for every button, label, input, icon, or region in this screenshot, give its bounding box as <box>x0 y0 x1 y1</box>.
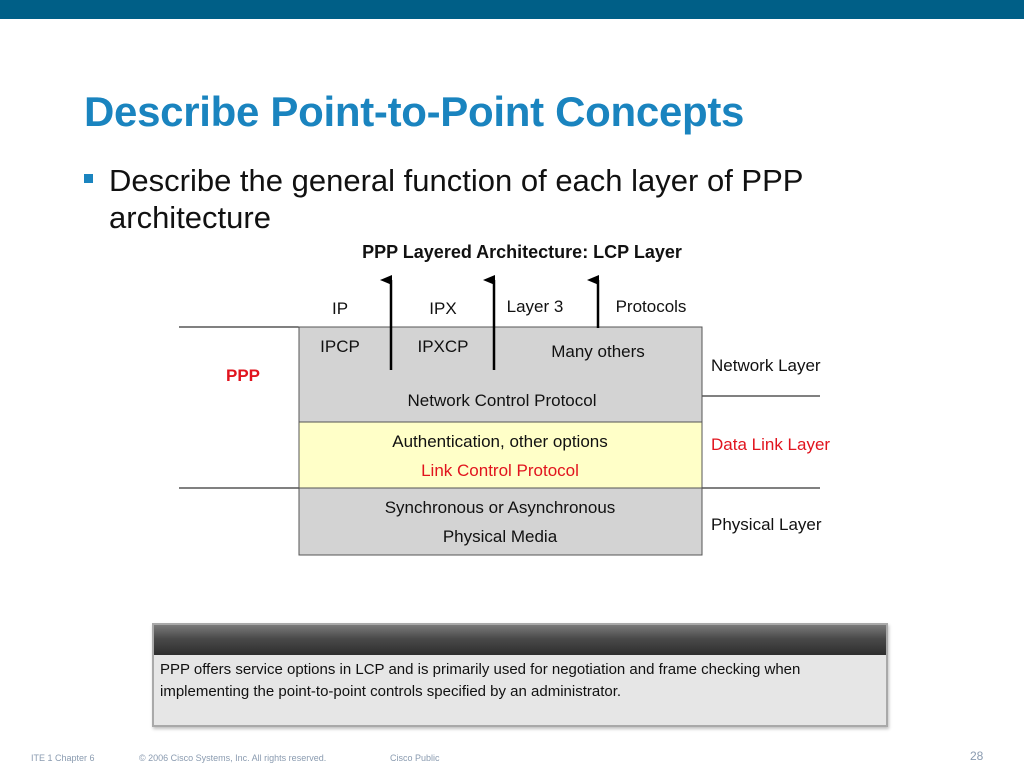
note-box: PPP offers service options in LCP and is… <box>152 623 888 727</box>
top-banner <box>0 0 1024 19</box>
footer-chapter: ITE 1 Chapter 6 <box>31 753 95 763</box>
physical-layer-block <box>298 487 703 556</box>
label-network-layer: Network Layer <box>711 356 821 375</box>
page-number: 28 <box>970 749 984 763</box>
bullet-text: Describe the general function of each la… <box>109 163 803 235</box>
label-ipx: IPX <box>429 299 456 318</box>
label-ip: IP <box>332 299 348 318</box>
label-auth-options: Authentication, other options <box>392 432 607 451</box>
label-layer3: Layer 3 <box>507 297 564 316</box>
label-ncp: Network Control Protocol <box>408 391 597 410</box>
note-text: PPP offers service options in LCP and is… <box>160 661 801 700</box>
label-ipcp: IPCP <box>320 337 360 356</box>
label-ppp: PPP <box>226 366 260 385</box>
bullet-square-icon <box>84 174 93 183</box>
label-ipxcp: IPXCP <box>417 337 468 356</box>
network-layer-block <box>298 326 703 423</box>
label-physical-layer: Physical Layer <box>711 515 822 534</box>
note-header-bar <box>154 625 886 655</box>
label-many-others: Many others <box>551 342 645 361</box>
lcp-layer-block <box>298 421 703 489</box>
label-physical-media: Physical Media <box>443 527 558 546</box>
slide-title: Describe Point-to-Point Concepts <box>84 88 745 135</box>
diagram-title: PPP Layered Architecture: LCP Layer <box>362 242 682 262</box>
label-data-link-layer: Data Link Layer <box>711 435 830 454</box>
label-sync-async: Synchronous or Asynchronous <box>385 498 616 517</box>
label-protocols: Protocols <box>616 297 687 316</box>
footer-copyright: © 2006 Cisco Systems, Inc. All rights re… <box>139 753 327 763</box>
footer-classification: Cisco Public <box>390 753 440 763</box>
label-lcp: Link Control Protocol <box>421 461 579 480</box>
